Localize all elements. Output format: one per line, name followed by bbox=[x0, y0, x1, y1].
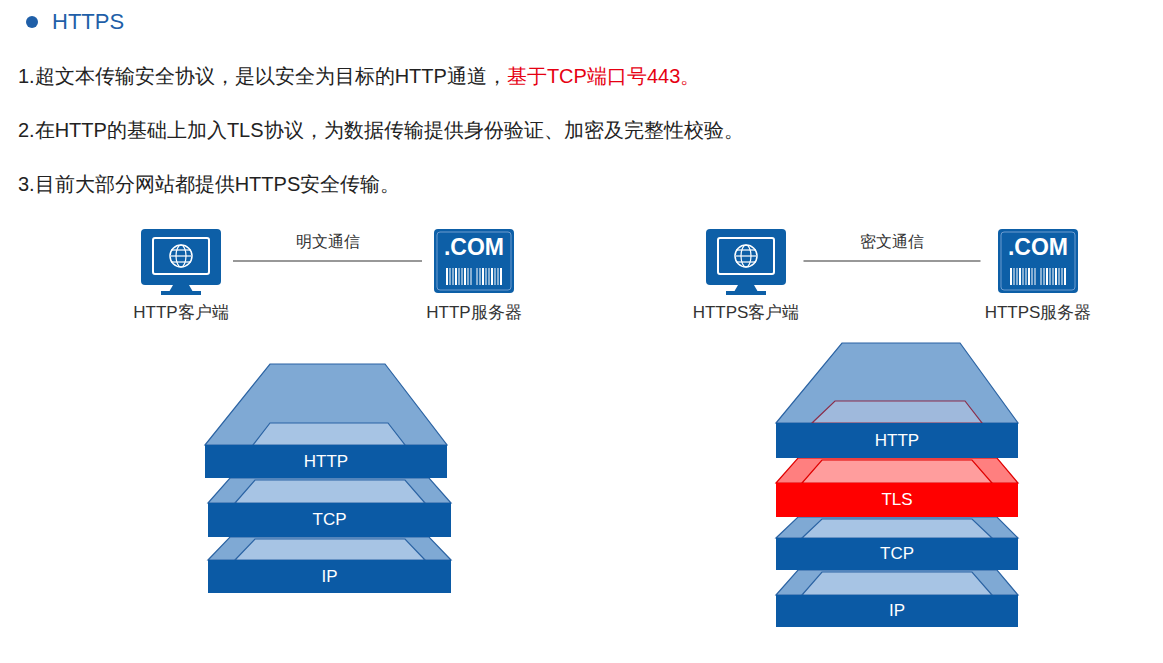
client-icon: HTTP客户端 bbox=[129, 229, 233, 324]
layer-name: HTTP bbox=[776, 423, 1018, 458]
device-label: HTTP客户端 bbox=[129, 302, 233, 324]
bullet bbox=[26, 16, 38, 28]
bullet-text: 基于TCP端口号443。 bbox=[507, 62, 700, 90]
layer-name: HTTP bbox=[205, 445, 447, 478]
domain-mark: .COM bbox=[981, 231, 1096, 263]
link-label: 密文通信 bbox=[857, 231, 927, 253]
layer-tops bbox=[205, 343, 1018, 595]
device-label: HTTPS客户端 bbox=[689, 302, 804, 324]
server-icon: .COM HTTP服务器 bbox=[422, 229, 526, 324]
client-icon: HTTPS客户端 bbox=[689, 229, 804, 324]
link-label: 明文通信 bbox=[293, 231, 363, 253]
protocol-layer: IP bbox=[208, 560, 451, 593]
protocol-layer: HTTP bbox=[776, 423, 1018, 458]
client-drawing bbox=[141, 229, 221, 295]
server-icon: .COM HTTPS服务器 bbox=[981, 229, 1096, 324]
protocol-layer: TCP bbox=[776, 538, 1018, 570]
domain-mark: .COM bbox=[422, 231, 526, 263]
device-label: HTTP服务器 bbox=[422, 302, 526, 324]
device-label: HTTPS服务器 bbox=[981, 302, 1096, 324]
protocol-layer: TCP bbox=[208, 503, 451, 537]
protocol-layer: IP bbox=[776, 595, 1018, 627]
layer-name: TCP bbox=[208, 503, 451, 537]
layer-name: IP bbox=[208, 560, 451, 593]
layer-name: IP bbox=[776, 595, 1018, 627]
link-line bbox=[804, 260, 981, 261]
slide-title: HTTPS bbox=[52, 8, 124, 36]
layer-name: TLS bbox=[776, 483, 1018, 517]
layer-name: TCP bbox=[776, 538, 1018, 570]
client-drawing bbox=[706, 229, 786, 295]
protocol-layer: HTTP bbox=[205, 445, 447, 478]
protocol-layer: TLS bbox=[776, 483, 1018, 517]
link-line bbox=[233, 260, 422, 261]
bullet-text: 1.超文本传输安全协议，是以安全为目标的HTTP通道， bbox=[18, 62, 507, 90]
bullet-text: 2.在HTTP的基础上加入TLS协议，为数据传输提供身份验证、加密及完整性校验。 bbox=[18, 116, 744, 144]
bullet-text: 3.目前大部分网站都提供HTTPS安全传输。 bbox=[18, 170, 400, 198]
